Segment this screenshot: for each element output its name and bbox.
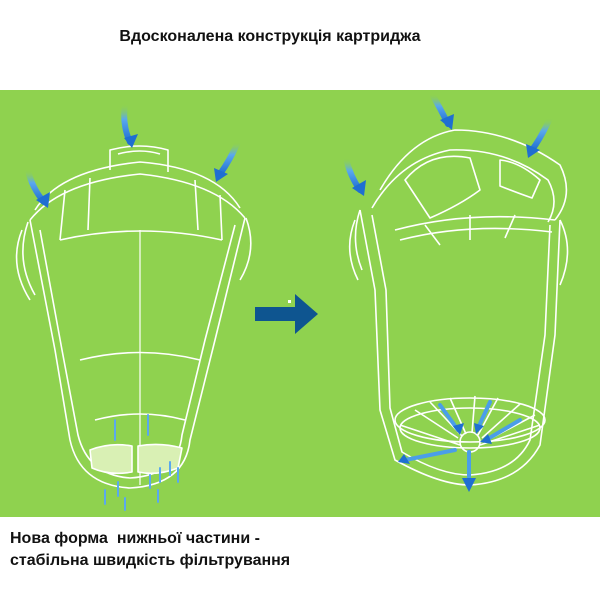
old-water-flow-arrows xyxy=(25,101,241,511)
new-cartridge xyxy=(348,129,569,486)
cartridge-diagram xyxy=(15,91,569,511)
transition-arrow xyxy=(255,294,318,334)
caption-line-1: Нова форма нижньої частини - xyxy=(10,530,260,547)
marker-dot xyxy=(288,300,291,303)
old-cartridge xyxy=(15,145,252,489)
new-water-flow-arrows xyxy=(343,91,553,492)
diagram-panel xyxy=(0,90,600,517)
caption-line-2: стабільна швидкість фільтрування xyxy=(10,552,291,569)
caption: Нова форма нижньої частини - стабільна ш… xyxy=(10,528,290,572)
page-title: Вдосконалена конструкція картриджа xyxy=(119,28,421,45)
